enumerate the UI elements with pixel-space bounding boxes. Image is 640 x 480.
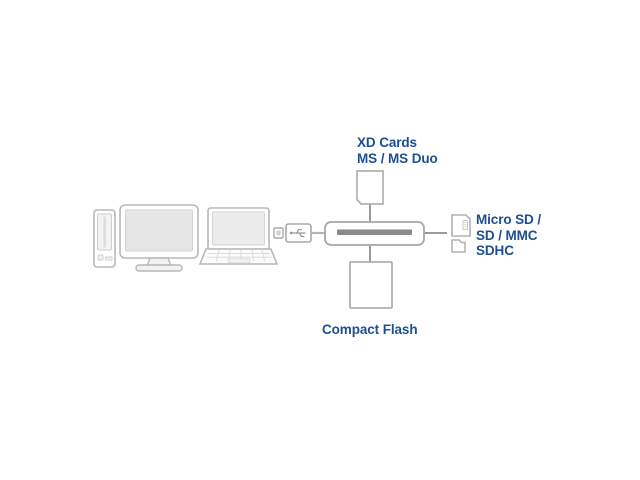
compact-flash-label: Compact Flash	[322, 322, 418, 337]
xd-card-icon	[356, 170, 384, 205]
monitor-icon	[119, 204, 199, 272]
laptop-icon	[198, 207, 279, 265]
sd-card-icon	[451, 214, 471, 237]
compact-flash-card-icon	[349, 261, 393, 309]
desktop-tower-icon	[93, 209, 116, 268]
xd-cards-label: XD Cards MS / MS Duo	[357, 135, 438, 166]
card-reader-icon	[324, 221, 425, 246]
usb-connector-icon	[273, 223, 326, 243]
micro-sd-label: Micro SD / SD / MMC SDHC	[476, 212, 542, 258]
micro-sd-card-icon	[451, 239, 466, 253]
